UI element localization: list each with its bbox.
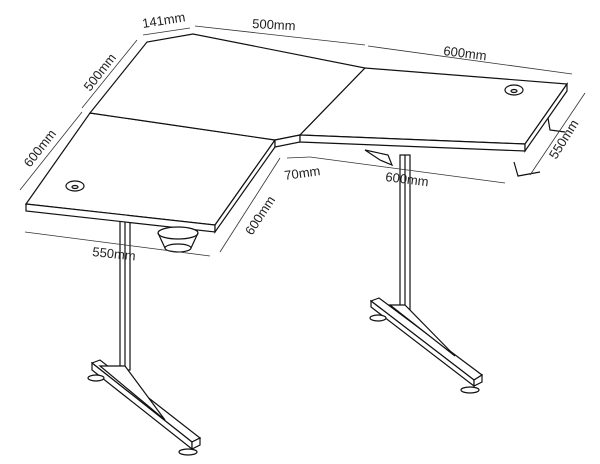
dimension-lines bbox=[19, 25, 586, 257]
cable-grommet-left bbox=[65, 180, 85, 192]
desktop bbox=[24, 33, 569, 234]
cable-grommet-right bbox=[504, 84, 524, 96]
cup-holder bbox=[157, 226, 199, 253]
dim-600mm-inner-left: 600mm bbox=[242, 193, 278, 238]
support-bracket bbox=[364, 149, 394, 167]
t-leg-left bbox=[87, 214, 202, 456]
dim-70mm: 70mm bbox=[283, 163, 321, 183]
dim-600mm-top: 600mm bbox=[443, 43, 488, 63]
dim-500mm-top: 500mm bbox=[252, 16, 296, 33]
headphone-hook bbox=[513, 117, 566, 177]
dim-600mm-inner-right: 600mm bbox=[385, 169, 430, 189]
t-leg-right bbox=[369, 154, 484, 394]
dim-550mm-front: 550mm bbox=[92, 244, 137, 263]
dim-550mm-right: 550mm bbox=[546, 117, 582, 162]
dim-141mm: 141mm bbox=[141, 9, 186, 31]
